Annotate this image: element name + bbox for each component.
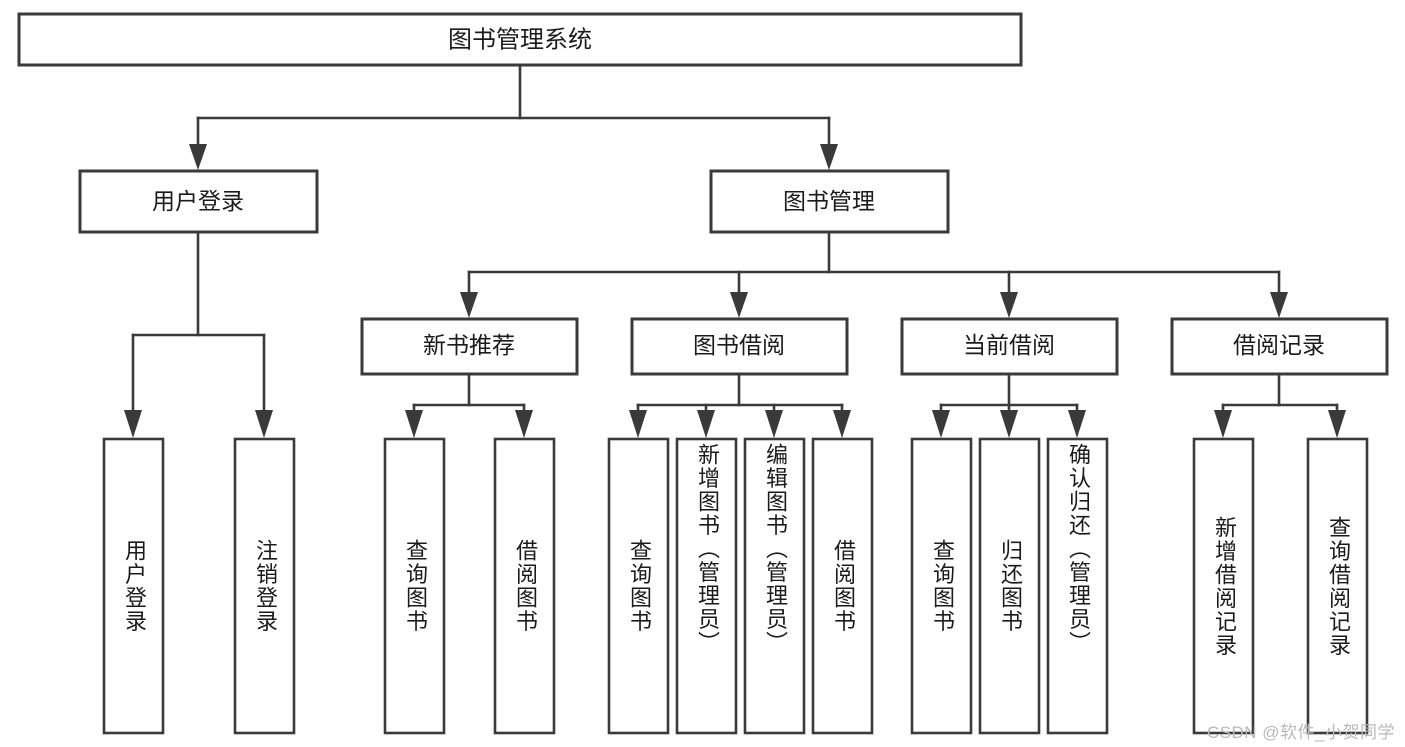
node-leaf-return-book-box[interactable] (978, 437, 1041, 735)
node-leaf-user-logout-box[interactable] (233, 437, 296, 735)
node-leaf-user-login-box[interactable] (102, 437, 165, 735)
node-leaf-query-book-3-box[interactable] (910, 437, 973, 735)
node-current-borrow-box[interactable] (900, 317, 1119, 376)
connector-group-user-login (124, 230, 273, 438)
node-current-borrow[interactable]: 当前借阅 (900, 317, 1119, 376)
node-root-box[interactable] (17, 12, 1023, 67)
arrow-head-leaf-confirm-return (1068, 410, 1086, 438)
leaf-boxes-group (102, 437, 1369, 735)
node-book-borrow-label: 图书借阅 (693, 332, 785, 358)
arrow-head-leaf-user-logout (255, 410, 273, 438)
node-book-manage-box[interactable] (709, 169, 950, 234)
node-leaf-add-record-box[interactable] (1192, 437, 1255, 735)
arrow-head-book-manage (820, 144, 838, 170)
node-user-login-label: 用户登录 (152, 188, 244, 214)
arrow-head-leaf-user-login (124, 410, 142, 438)
node-leaf-borrow-book-2-box[interactable] (811, 437, 874, 735)
node-leaf-borrow-book-1-box[interactable] (493, 437, 556, 735)
node-new-book-rec-label: 新书推荐 (423, 332, 515, 358)
node-user-login[interactable]: 用户登录 (78, 169, 319, 234)
arrow-head-book-borrow (730, 292, 748, 318)
node-book-manage-label: 图书管理 (783, 188, 875, 214)
node-leaf-add-book-box[interactable] (675, 437, 738, 735)
arrow-head-leaf-return-book (1000, 410, 1018, 438)
csdn-watermark: CSDN @软件_小贺同学 (1206, 723, 1395, 742)
arrow-head-leaf-borrow-book-1 (515, 410, 533, 438)
connector-group-book-manage (460, 230, 1288, 318)
arrow-head-leaf-query-book-3 (932, 410, 950, 438)
arrow-head-new-book-rec (460, 292, 478, 318)
node-book-borrow[interactable]: 图书借阅 (630, 317, 849, 376)
connector-group-book-borrow (629, 372, 851, 438)
node-leaf-edit-book-box[interactable] (743, 437, 806, 735)
arrow-head-leaf-add-book (697, 410, 715, 438)
arrow-head-leaf-query-book-2 (629, 410, 647, 438)
arrow-head-leaf-query-record (1328, 410, 1346, 438)
node-leaf-query-record-box[interactable] (1306, 437, 1369, 735)
node-book-manage[interactable]: 图书管理 (709, 169, 950, 234)
arrow-head-user-login (189, 144, 207, 170)
connector-group-root (189, 63, 838, 170)
arrow-head-leaf-borrow-book-2 (833, 410, 851, 438)
node-new-book-rec[interactable]: 新书推荐 (360, 317, 579, 376)
node-root[interactable]: 图书管理系统 (17, 12, 1023, 67)
node-root-label: 图书管理系统 (448, 26, 592, 53)
node-book-borrow-box[interactable] (630, 317, 849, 376)
node-borrow-record[interactable]: 借阅记录 (1170, 317, 1389, 376)
node-borrow-record-box[interactable] (1170, 317, 1389, 376)
node-leaf-query-book-2-box[interactable] (607, 437, 670, 735)
node-leaf-confirm-return-box[interactable] (1046, 437, 1109, 735)
connector-group-current-borrow (932, 372, 1086, 438)
connector-group-borrow-record (1214, 372, 1346, 438)
arrow-head-leaf-edit-book (765, 410, 783, 438)
arrow-head-leaf-query-book-1 (405, 410, 423, 438)
node-borrow-record-label: 借阅记录 (1233, 332, 1325, 358)
node-leaf-query-book-1-box[interactable] (383, 437, 446, 735)
node-new-book-rec-box[interactable] (360, 317, 579, 376)
node-user-login-box[interactable] (78, 169, 319, 234)
arrow-head-borrow-record (1270, 292, 1288, 318)
connector-group-new-book-rec (405, 372, 533, 438)
node-current-borrow-label: 当前借阅 (963, 332, 1055, 358)
arrow-head-current-borrow (1000, 292, 1018, 318)
arrow-head-leaf-add-record (1214, 410, 1232, 438)
